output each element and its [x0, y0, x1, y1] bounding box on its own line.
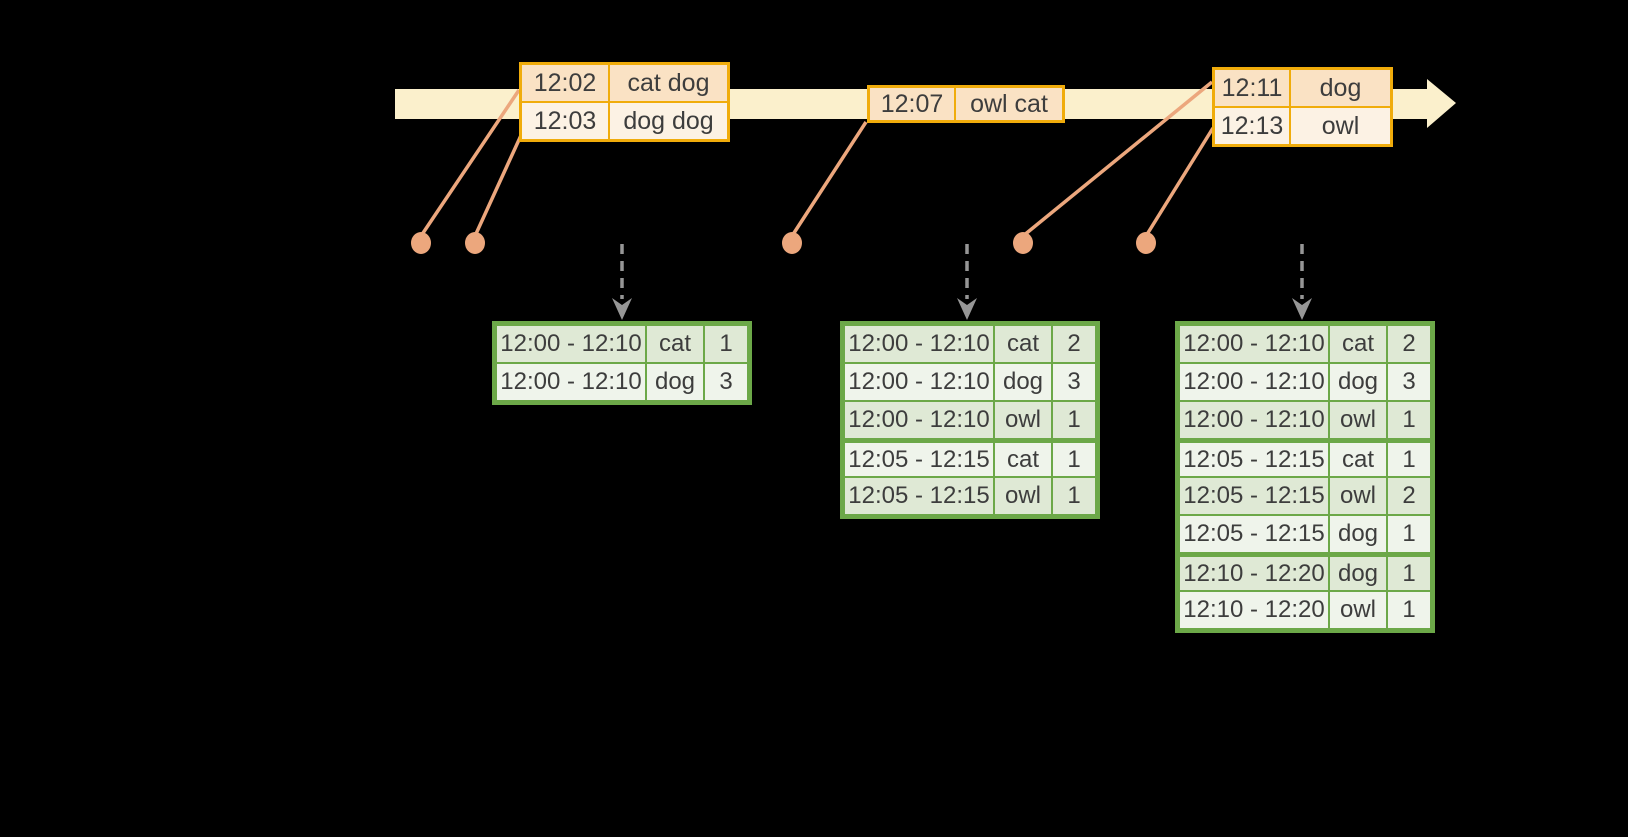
count-cell: 3: [705, 364, 747, 400]
table-row: 12:00 - 12:10 cat 1: [497, 326, 747, 362]
table-row: 12:00 - 12:10 dog 3: [1180, 364, 1430, 400]
event-dot: [1013, 232, 1033, 254]
count-cell: 1: [1388, 516, 1430, 552]
word-cell: dog: [995, 364, 1051, 400]
window-cell: 12:05 - 12:15: [1180, 478, 1328, 514]
table-row: 12:00 - 12:10 cat 2: [845, 326, 1095, 362]
table-row: 12:05 - 12:15 cat 1: [1180, 440, 1430, 476]
word-cell: dog: [1330, 516, 1386, 552]
event-box-1: 12:02 cat dog 12:03 dog dog: [519, 62, 730, 142]
table-row: 12:00 - 12:10 owl 1: [845, 402, 1095, 438]
event-connector-line: [473, 130, 525, 237]
event-words: owl: [1291, 108, 1390, 144]
word-cell: owl: [995, 478, 1051, 514]
event-connector-line: [1021, 80, 1214, 238]
event-words: owl cat: [956, 88, 1062, 120]
trigger-arrowhead-icon: [957, 298, 977, 320]
word-cell: owl: [1330, 402, 1386, 438]
result-table-3: 12:00 - 12:10 cat 2 12:00 - 12:10 dog 3 …: [1175, 321, 1435, 633]
event-connector-line: [419, 89, 521, 237]
event-box-3: 12:11 dog 12:13 owl: [1212, 67, 1393, 147]
window-cell: 12:05 - 12:15: [1180, 516, 1328, 552]
table-row: 12:05 - 12:15 owl 1: [845, 478, 1095, 514]
window-cell: 12:00 - 12:10: [497, 364, 645, 400]
table-row: 12:00 - 12:10 owl 1: [1180, 402, 1430, 438]
word-cell: dog: [1330, 554, 1386, 590]
event-box-2: 12:07 owl cat: [867, 85, 1065, 123]
event-time: 12:11: [1215, 70, 1289, 106]
event-time: 12:13: [1215, 108, 1289, 144]
word-cell: cat: [1330, 440, 1386, 476]
word-cell: owl: [1330, 592, 1386, 628]
window-cell: 12:00 - 12:10: [497, 326, 645, 362]
count-cell: 2: [1388, 326, 1430, 362]
count-cell: 1: [1053, 440, 1095, 476]
word-cell: owl: [995, 402, 1051, 438]
window-cell: 12:00 - 12:10: [1180, 326, 1328, 362]
count-cell: 2: [1053, 326, 1095, 362]
count-cell: 3: [1053, 364, 1095, 400]
event-words: dog dog: [610, 103, 727, 139]
result-table-2: 12:00 - 12:10 cat 2 12:00 - 12:10 dog 3 …: [840, 321, 1100, 519]
word-cell: cat: [647, 326, 703, 362]
event-words: cat dog: [610, 65, 727, 101]
table-row: 12:00 - 12:10 cat 2: [1180, 326, 1430, 362]
timeline-arrowhead-icon: [1427, 79, 1456, 128]
count-cell: 3: [1388, 364, 1430, 400]
word-cell: cat: [995, 440, 1051, 476]
count-cell: 1: [1388, 554, 1430, 590]
event-connector-line: [1144, 127, 1215, 237]
event-time: 12:03: [522, 103, 608, 139]
table-row: 12:05 - 12:15 dog 1: [1180, 516, 1430, 552]
event-dot: [782, 232, 802, 254]
window-cell: 12:10 - 12:20: [1180, 592, 1328, 628]
count-cell: 1: [1053, 402, 1095, 438]
trigger-arrowhead-icon: [1292, 298, 1312, 320]
event-time: 12:02: [522, 65, 608, 101]
word-cell: cat: [995, 326, 1051, 362]
table-row: 12:00 - 12:10 dog 3: [845, 364, 1095, 400]
window-cell: 12:00 - 12:10: [845, 364, 993, 400]
event-dot: [465, 232, 485, 254]
table-row: 12:05 - 12:15 cat 1: [845, 440, 1095, 476]
count-cell: 1: [1388, 592, 1430, 628]
word-cell: dog: [1330, 364, 1386, 400]
window-cell: 12:00 - 12:10: [845, 402, 993, 438]
table-row: 12:00 - 12:10 dog 3: [497, 364, 747, 400]
window-cell: 12:05 - 12:15: [845, 478, 993, 514]
window-cell: 12:00 - 12:10: [1180, 402, 1328, 438]
window-cell: 12:00 - 12:10: [845, 326, 993, 362]
event-time: 12:07: [870, 88, 954, 120]
window-cell: 12:05 - 12:15: [1180, 440, 1328, 476]
word-cell: dog: [647, 364, 703, 400]
table-row: 12:05 - 12:15 owl 2: [1180, 478, 1430, 514]
window-cell: 12:05 - 12:15: [845, 440, 993, 476]
event-connector-line: [790, 121, 868, 237]
window-cell: 12:10 - 12:20: [1180, 554, 1328, 590]
event-dot: [1136, 232, 1156, 254]
count-cell: 1: [705, 326, 747, 362]
count-cell: 2: [1388, 478, 1430, 514]
count-cell: 1: [1388, 402, 1430, 438]
trigger-arrowhead-icon: [612, 298, 632, 320]
event-words: dog: [1291, 70, 1390, 106]
word-cell: owl: [1330, 478, 1386, 514]
word-cell: cat: [1330, 326, 1386, 362]
table-row: 12:10 - 12:20 owl 1: [1180, 592, 1430, 628]
count-cell: 1: [1388, 440, 1430, 476]
result-table-1: 12:00 - 12:10 cat 1 12:00 - 12:10 dog 3: [492, 321, 752, 405]
count-cell: 1: [1053, 478, 1095, 514]
event-dot: [411, 232, 431, 254]
window-cell: 12:00 - 12:10: [1180, 364, 1328, 400]
table-row: 12:10 - 12:20 dog 1: [1180, 554, 1430, 590]
